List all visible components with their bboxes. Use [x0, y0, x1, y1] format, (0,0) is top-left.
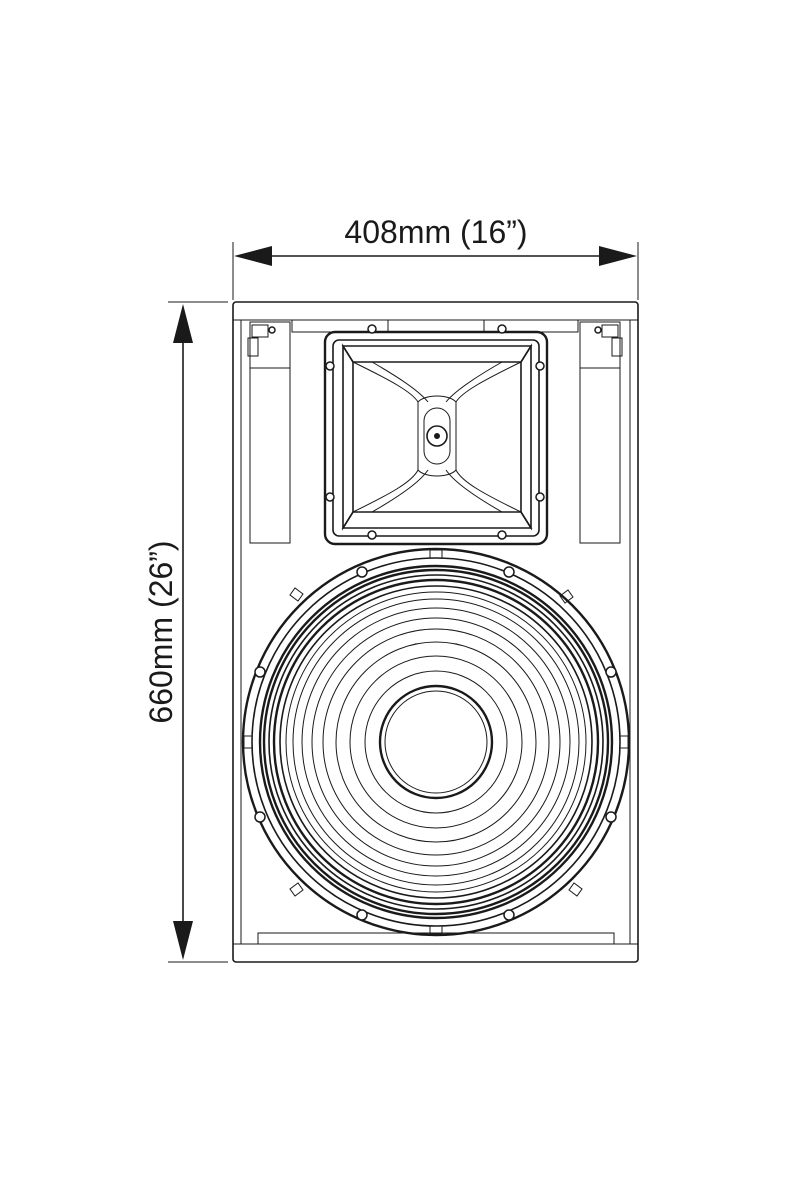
woofer-surround-ring — [279, 585, 593, 899]
height-label: 660mm (26”) — [143, 540, 179, 723]
horn-outer-frame — [323, 330, 549, 546]
left-rigging-bracket — [247, 324, 276, 357]
right-rigging-bracket — [594, 324, 623, 357]
woofer-surround-outer — [258, 564, 614, 920]
woofer-dust-cap-inner — [384, 690, 488, 794]
horn-screw — [497, 530, 507, 540]
basket-notch — [289, 882, 304, 897]
horn-tweeter — [323, 324, 549, 546]
woofer-screw — [605, 666, 617, 678]
basket-notch — [559, 589, 574, 604]
woofer-screw — [356, 909, 368, 921]
bottom-port-slot — [257, 932, 615, 945]
woofer-screws — [254, 566, 617, 921]
height-arrow-top — [173, 304, 193, 343]
woofer-screw — [605, 811, 617, 823]
basket-notch — [568, 882, 583, 897]
woofer-surround-ring — [262, 568, 610, 916]
horn-inner-frame — [332, 339, 540, 537]
horn-throat-bottom — [417, 469, 457, 477]
right-bracket-top — [601, 324, 619, 338]
right-side-panel — [579, 321, 621, 544]
right-bracket-side — [611, 337, 623, 357]
woofer-dust-cap — [378, 684, 494, 800]
horn-flare-line4 — [445, 469, 503, 513]
woofer-basket-ring — [251, 557, 621, 927]
horn-center-dot — [434, 433, 440, 439]
woofer-screw — [503, 909, 515, 921]
horn-mouth-left — [342, 343, 354, 531]
woofer-basket-notches — [243, 549, 629, 935]
woofer-surround-ring — [272, 578, 600, 906]
horn-flare-line1 — [371, 361, 429, 403]
left-bracket-top — [251, 324, 269, 338]
woofer-cone-ring — [322, 628, 550, 856]
horn-mouth-top — [341, 345, 533, 363]
horn-screw — [497, 324, 507, 334]
basket-notch — [619, 735, 629, 749]
woofer — [241, 547, 631, 937]
basket-notch — [429, 549, 443, 559]
horn-driver-exit — [426, 425, 448, 447]
horn-mouth-bottom — [341, 511, 533, 529]
horn-flare-right — [455, 361, 522, 513]
horn-throat-top — [417, 395, 457, 403]
basket-notch — [429, 925, 443, 935]
woofer-screw — [254, 666, 266, 678]
woofer-surround-ring — [268, 574, 604, 910]
basket-notch — [289, 587, 304, 602]
width-dimension: 408mm (16”) — [232, 214, 639, 300]
speaker-cabinet — [232, 301, 639, 963]
width-label: 408mm (16”) — [344, 214, 527, 250]
height-arrow-bottom — [173, 921, 193, 960]
horn-screw — [535, 361, 545, 371]
cabinet-outline — [232, 301, 639, 963]
right-bracket-screw — [594, 326, 602, 334]
width-arrow-right — [599, 246, 637, 266]
woofer-screw — [254, 811, 266, 823]
woofer-cone-ring — [335, 641, 537, 843]
horn-flare-line2 — [445, 361, 503, 403]
horn-mouth-right — [520, 343, 532, 531]
woofer-cone-ring — [292, 598, 580, 886]
horn-screw — [325, 361, 335, 371]
woofer-cone-ring — [364, 670, 508, 814]
horn-throat — [423, 407, 451, 465]
woofer-screw — [356, 566, 368, 578]
left-side-panel — [249, 321, 291, 544]
top-rail-center — [387, 319, 485, 333]
width-arrow-left — [234, 246, 272, 266]
woofer-cone-ring — [285, 591, 587, 893]
height-dimension: 660mm (26”) — [143, 301, 228, 963]
woofer-screw — [503, 566, 515, 578]
woofer-cone-ring — [301, 607, 571, 877]
horn-screw — [367, 324, 377, 334]
horn-flare-line3 — [371, 469, 429, 513]
horn-flare-left — [352, 361, 419, 513]
woofer-basket-outer — [241, 547, 631, 937]
horn-screw — [367, 530, 377, 540]
woofer-cone-ring — [349, 655, 523, 829]
horn-screw — [325, 492, 335, 502]
left-bracket-screw — [268, 326, 276, 334]
horn-screws — [325, 324, 545, 540]
horn-screw — [535, 492, 545, 502]
basket-notch — [243, 735, 253, 749]
top-rail — [291, 319, 579, 333]
woofer-cone-ring — [311, 617, 561, 867]
left-bracket-side — [247, 337, 259, 357]
